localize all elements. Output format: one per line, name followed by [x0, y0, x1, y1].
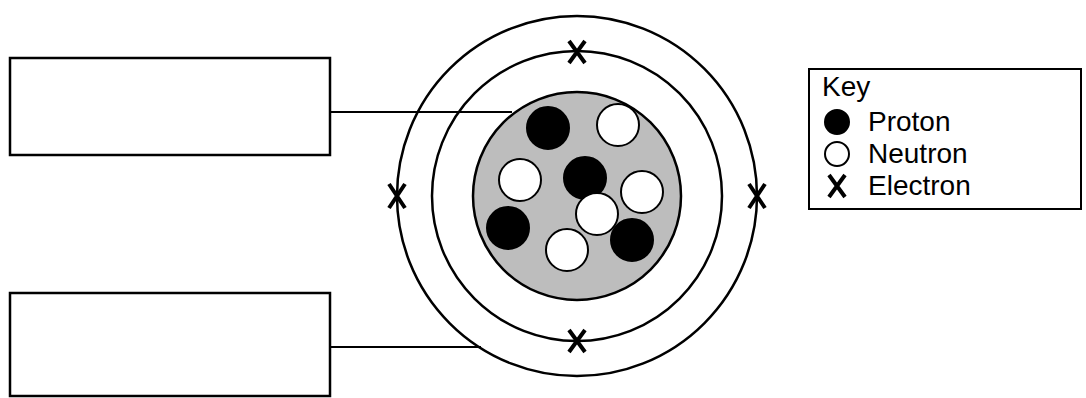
legend-symbol [822, 139, 856, 169]
electrons [389, 41, 765, 352]
legend-heading: Key [822, 72, 1070, 102]
leader-line [330, 346, 481, 348]
legend-row: Electron [822, 170, 1070, 202]
legend-label: Electron [868, 171, 971, 201]
nucleus [473, 92, 681, 300]
inner-shell [432, 51, 722, 341]
neutrons [499, 104, 663, 271]
legend-row: Neutron [822, 138, 1070, 170]
legend-box: KeyProtonNeutronElectron [808, 68, 1082, 210]
answer-box [10, 293, 330, 396]
legend-label: Neutron [868, 139, 968, 169]
legend-symbol [822, 171, 856, 201]
legend-row: Proton [822, 106, 1070, 138]
legend-label: Proton [868, 107, 951, 137]
outer-shell [397, 16, 757, 376]
answer-box [10, 58, 330, 155]
leader-line [330, 111, 512, 113]
legend-symbol [822, 107, 856, 137]
